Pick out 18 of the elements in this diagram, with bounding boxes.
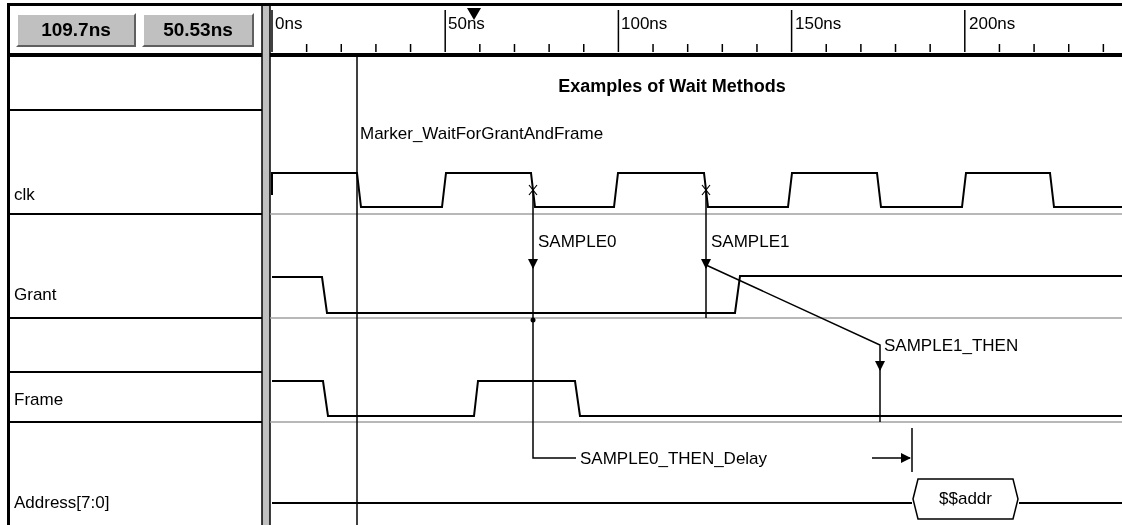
bus-value: $$addr: [939, 489, 992, 509]
signal-name: Grant: [14, 286, 57, 303]
diagram-title: Examples of Wait Methods: [558, 77, 786, 95]
signal-name: clk: [14, 186, 35, 203]
marker-label: Marker_WaitForGrantAndFrame: [360, 125, 604, 142]
signal-name: Frame: [14, 391, 64, 408]
tick-label: 200ns: [969, 15, 1016, 32]
signal-name: Address[7:0]: [14, 494, 110, 511]
time-readout: 109.7ns: [16, 13, 136, 47]
tick-label: 50ns: [448, 15, 485, 32]
delay-label: SAMPLE0_THEN_Delay: [580, 450, 768, 467]
sample-label: SAMPLE0: [538, 233, 617, 250]
sample-label: SAMPLE1: [711, 233, 790, 250]
tick-label: 150ns: [795, 15, 842, 32]
tick-label: 100ns: [621, 15, 668, 32]
tick-label: 0ns: [275, 15, 303, 32]
time-readout: 50.53ns: [142, 13, 254, 47]
sample-label: SAMPLE1_THEN: [884, 337, 1019, 354]
